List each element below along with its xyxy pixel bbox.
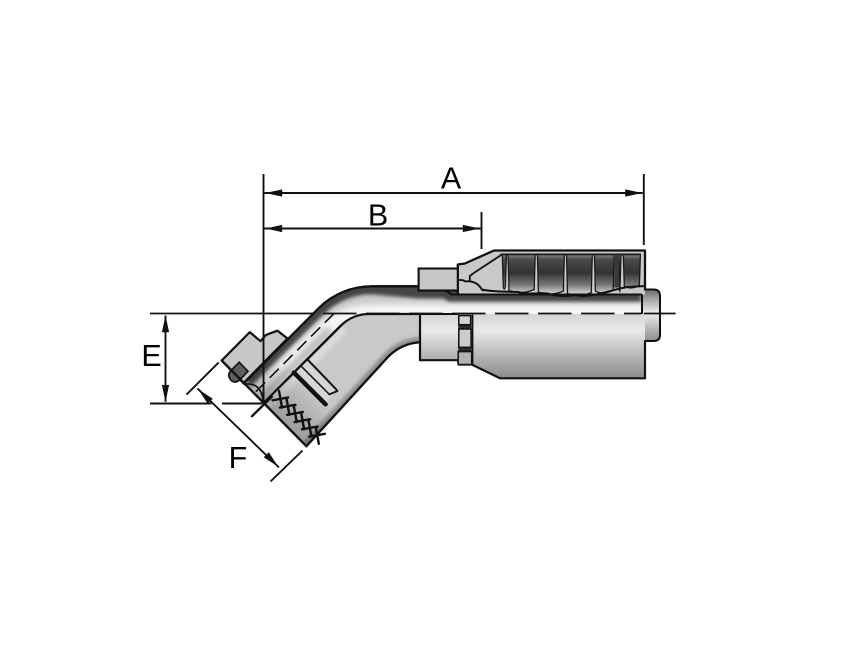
svg-text:E: E (141, 339, 161, 373)
svg-text:B: B (368, 199, 388, 233)
svg-text:F: F (229, 441, 248, 475)
svg-text:A: A (441, 162, 462, 196)
